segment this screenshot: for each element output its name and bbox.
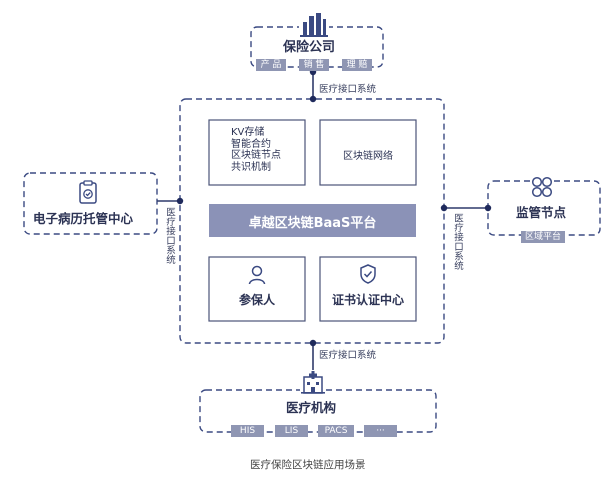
hospital-tag-his: HIS <box>231 425 264 437</box>
feature-blockchain-node: 区块链节点 <box>231 150 281 161</box>
hospital-icon <box>300 370 326 394</box>
hospital-tag-lis: LIS <box>275 425 308 437</box>
connector-label-bottom: 医疗接口系统 <box>319 350 377 361</box>
regulator-tag-regional: 区域平台 <box>521 231 565 243</box>
feature-kv-storage: KV存储 <box>231 127 265 138</box>
regulator-title: 监管节点 <box>516 205 567 220</box>
connector-dot <box>309 95 317 103</box>
connector-dot <box>440 204 448 212</box>
connector-dot <box>484 204 492 212</box>
connector-dot <box>176 197 184 205</box>
ehr-title: 电子病历托管中心 <box>33 211 134 226</box>
insured-label: 参保人 <box>238 293 275 307</box>
connector-label-top: 医疗接口系统 <box>319 84 377 95</box>
insurance-title: 保险公司 <box>283 40 336 55</box>
insurance-tag-product: 产 品 <box>256 59 286 71</box>
hospital-title: 医疗机构 <box>286 400 337 415</box>
connector-label-right: 医疗接口系统 <box>452 213 463 270</box>
diagram-caption: 医疗保险区块链应用场景 <box>250 459 366 471</box>
network-box <box>319 119 417 186</box>
hospital-tag-pacs: PACS <box>318 425 354 437</box>
cert-box <box>319 256 417 322</box>
insured-box <box>208 256 306 322</box>
features-box <box>208 119 306 186</box>
connector-label-left: 医疗接口系统 <box>164 207 175 264</box>
insurance-tag-claims: 理 赔 <box>342 59 372 71</box>
building-icon <box>299 13 329 37</box>
network-label: 区块链网络 <box>343 151 393 162</box>
feature-consensus: 共识机制 <box>231 161 271 173</box>
shield-check-icon <box>360 264 376 284</box>
feature-smart-contract: 智能合约 <box>231 138 271 150</box>
baas-banner: 卓越区块链BaaS平台 <box>248 216 377 231</box>
hospital-tag-more: ··· <box>364 425 397 437</box>
clipboard-check-icon <box>79 180 97 204</box>
network-nodes-icon <box>530 176 554 198</box>
insurance-tag-sales: 销 售 <box>299 59 329 71</box>
person-icon <box>248 265 266 285</box>
cert-center-label: 证书认证中心 <box>331 293 404 307</box>
baas-banner-bg <box>209 204 416 237</box>
ehr-frame <box>23 172 158 235</box>
connector-dot <box>309 339 317 347</box>
platform-features-list: KV存储 智能合约 区块链节点 共识机制 <box>231 127 281 173</box>
